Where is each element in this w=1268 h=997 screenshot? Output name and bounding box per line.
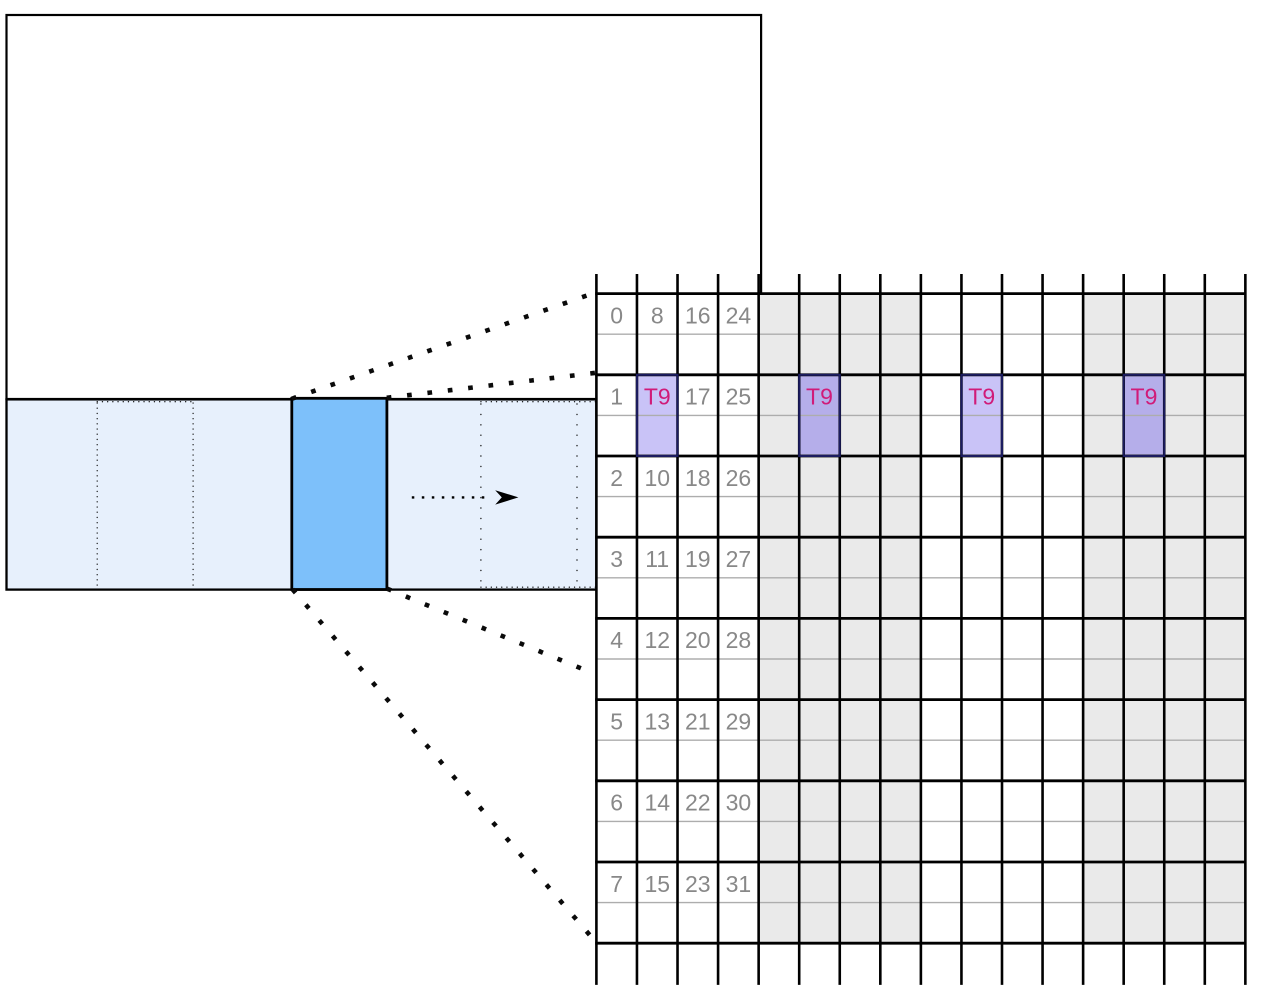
svg-text:2: 2 [610, 465, 623, 491]
svg-text:23: 23 [685, 871, 711, 897]
svg-text:17: 17 [685, 384, 711, 410]
svg-text:27: 27 [726, 546, 752, 572]
svg-text:T9: T9 [968, 384, 995, 410]
svg-text:15: 15 [644, 871, 670, 897]
svg-text:T9: T9 [806, 384, 833, 410]
svg-text:30: 30 [726, 790, 752, 816]
svg-text:5: 5 [610, 708, 623, 734]
svg-text:14: 14 [644, 790, 670, 816]
svg-text:10: 10 [644, 465, 670, 491]
svg-text:22: 22 [685, 790, 711, 816]
svg-text:31: 31 [726, 871, 752, 897]
svg-text:6: 6 [610, 790, 623, 816]
svg-text:0: 0 [610, 302, 623, 328]
svg-text:T9: T9 [1131, 384, 1158, 410]
svg-text:13: 13 [644, 708, 670, 734]
svg-text:18: 18 [685, 465, 711, 491]
svg-text:24: 24 [726, 302, 752, 328]
svg-text:20: 20 [685, 627, 711, 653]
svg-text:1: 1 [610, 384, 623, 410]
svg-text:12: 12 [644, 627, 670, 653]
svg-text:29: 29 [726, 708, 752, 734]
svg-text:7: 7 [610, 871, 623, 897]
svg-text:16: 16 [685, 302, 711, 328]
svg-text:28: 28 [726, 627, 752, 653]
svg-text:26: 26 [726, 465, 752, 491]
svg-text:3: 3 [610, 546, 623, 572]
svg-text:4: 4 [610, 627, 623, 653]
svg-text:11: 11 [645, 546, 669, 572]
svg-text:19: 19 [685, 546, 711, 572]
svg-text:25: 25 [726, 384, 752, 410]
svg-text:T9: T9 [644, 384, 671, 410]
svg-text:21: 21 [685, 708, 711, 734]
svg-text:8: 8 [651, 302, 664, 328]
